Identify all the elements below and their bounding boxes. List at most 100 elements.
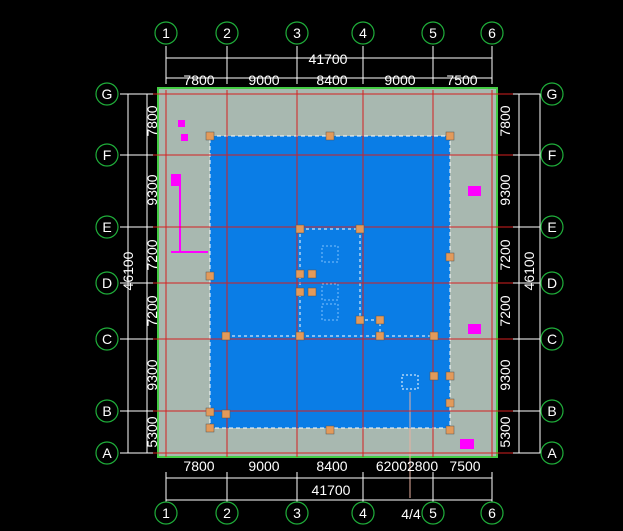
column (375, 331, 385, 341)
axis-bubble-left-B-circle (95, 399, 119, 423)
top-total-dimension: 41700 (309, 51, 348, 67)
bottom-span-1: 7800 (183, 458, 214, 474)
right-span-5: 9300 (497, 359, 513, 390)
axis-bubble-bottom-3-circle (285, 501, 309, 525)
column (205, 271, 215, 281)
magenta-marker (178, 120, 185, 127)
axis-bubble-left-A: A (95, 441, 119, 465)
axis-bubble-right-D: D (540, 271, 564, 295)
left-span-2: 9300 (144, 174, 160, 205)
axis-bubble-bottom-2-circle (215, 501, 239, 525)
axis-bubble-left-D-circle (95, 271, 119, 295)
axis-bubble-top-1: 1 (154, 21, 178, 45)
column (325, 131, 335, 141)
axis-bubble-right-A-label: A (547, 445, 557, 461)
elevator-shaft-2 (321, 283, 339, 301)
axis-bubble-right-G-label: G (547, 86, 558, 102)
column (221, 409, 231, 419)
axis-bubble-top-6: 6 (480, 21, 504, 45)
axis-bubble-top-3-circle (285, 21, 309, 45)
axis-bubble-right-B: B (540, 399, 564, 423)
magenta-marker (460, 439, 474, 449)
axis-bubble-right-C-circle (540, 327, 564, 351)
bottom-span-3: 8400 (316, 458, 347, 474)
right-span-2: 9300 (497, 174, 513, 205)
left-span-1: 7800 (144, 105, 160, 136)
column (205, 407, 215, 417)
axis-bubble-left-F-circle (95, 143, 119, 167)
column (295, 331, 305, 341)
axis-bubble-bottom-2: 2 (215, 501, 239, 525)
dimension-lines (120, 46, 546, 506)
axis-bubble-top-6-circle (480, 21, 504, 45)
top-span-2: 9000 (248, 72, 279, 88)
axis-bubble-left-E-label: E (102, 219, 111, 235)
right-span-4: 7200 (497, 295, 513, 326)
axis-bubble-right-C-label: C (547, 331, 557, 347)
axis-bubble-bottom-6-circle (480, 501, 504, 525)
axis-bubble-top-1-circle (154, 21, 178, 45)
axis-bubble-top-5-circle (421, 21, 445, 45)
axis-bubble-right-B-circle (540, 399, 564, 423)
axis-bubble-left-F-label: F (103, 147, 112, 163)
pit-area (210, 136, 450, 428)
axis-bubble-bottom-4-circle (351, 501, 375, 525)
axis-bubble-right-D-label: D (547, 275, 557, 291)
axis-bubble-bottom-3-label: 3 (293, 505, 301, 521)
axis-bubble-right-F-label: F (548, 147, 557, 163)
axis-bubble-bottom-5-circle (421, 501, 445, 525)
column (445, 398, 455, 408)
axis-bubble-right-A-circle (540, 441, 564, 465)
axis-bubble-left-F: F (95, 143, 119, 167)
axis-bubble-right-F: F (540, 143, 564, 167)
top-span-3: 8400 (316, 72, 347, 88)
column (295, 224, 305, 234)
axis-bubble-right-E-label: E (547, 219, 556, 235)
axis-bubble-top-3-label: 3 (293, 25, 301, 41)
right-span-1: 7800 (497, 105, 513, 136)
axis-bubble-left-G-label: G (102, 86, 113, 102)
axis-bubble-right-G: G (540, 82, 564, 106)
axis-bubble-bottom-3: 3 (285, 501, 309, 525)
axis-bubble-left-C-label: C (102, 331, 112, 347)
axis-bubble-right-B-label: B (547, 403, 556, 419)
axis-bubble-top-5-label: 5 (429, 25, 437, 41)
axis-bubble-top-3: 3 (285, 21, 309, 45)
axis-bubble-right-E: E (540, 215, 564, 239)
column (355, 315, 365, 325)
grid-lines (120, 90, 540, 457)
column (375, 315, 385, 325)
axis-bubble-bottom-5-label: 5 (429, 505, 437, 521)
bottom-span-5: 7500 (449, 458, 480, 474)
axis-bubble-left-G: G (95, 82, 119, 106)
axis-bubble-right-A: A (540, 441, 564, 465)
axis-bubble-bottom-2-label: 2 (223, 505, 231, 521)
column (295, 269, 305, 279)
column (355, 224, 365, 234)
axis-label-4-4: 4/4 (401, 506, 421, 522)
right-span-6: 5300 (497, 416, 513, 447)
axis-bubble-top-1-label: 1 (162, 25, 170, 41)
axis-bubble-left-B-label: B (102, 403, 111, 419)
column (205, 423, 215, 433)
bottom-span-2: 9000 (248, 458, 279, 474)
column (325, 425, 335, 435)
axis-bubble-left-C-circle (95, 327, 119, 351)
magenta-marker (171, 174, 181, 186)
axis-bubble-right-D-circle (540, 271, 564, 295)
axis-bubble-bottom-6: 6 (480, 501, 504, 525)
axis-bubble-left-G-circle (95, 82, 119, 106)
top-span-1: 7800 (183, 72, 214, 88)
column (205, 131, 215, 141)
column (429, 371, 439, 381)
magenta-marker (181, 134, 188, 141)
axis-bubble-left-E: E (95, 215, 119, 239)
axis-bubble-right-F-circle (540, 143, 564, 167)
axis-bubble-right-E-circle (540, 215, 564, 239)
column (445, 425, 455, 435)
left-span-6: 5300 (144, 416, 160, 447)
axis-bubble-bottom-4: 4 (351, 501, 375, 525)
elevator-shaft-3 (321, 303, 339, 321)
axis-bubble-left-E-circle (95, 215, 119, 239)
